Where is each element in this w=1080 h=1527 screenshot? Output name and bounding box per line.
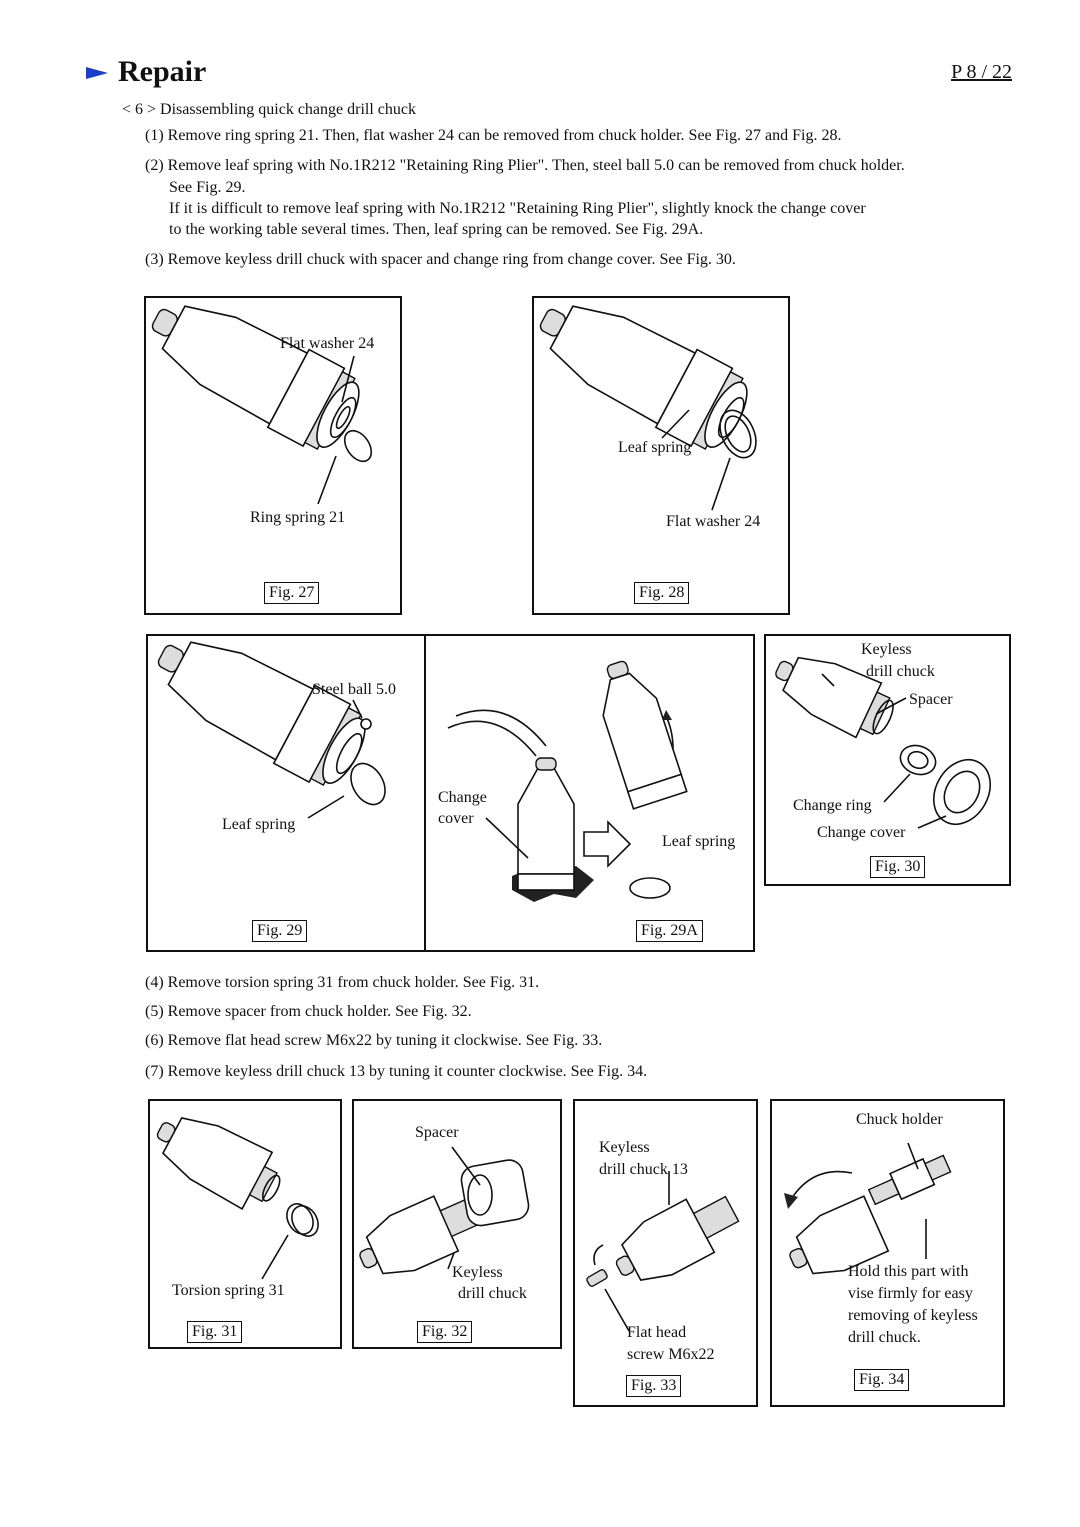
fig-label: Fig. 30 bbox=[870, 856, 926, 878]
page-number: P 8 / 22 bbox=[951, 61, 1012, 83]
note-line-1: Hold this part with bbox=[848, 1263, 969, 1280]
callout-flat-head: Flat head bbox=[627, 1324, 687, 1341]
callout-keyless: Keyless bbox=[452, 1264, 503, 1281]
figure-29-group: Steel ball 5.0 Leaf spring Fig. 29 Chang… bbox=[146, 634, 755, 952]
callout-change: Change bbox=[438, 789, 487, 806]
callout-leaf-spring: Leaf spring bbox=[662, 833, 736, 850]
step-6: (6) Remove flat head screw M6x22 by tuni… bbox=[145, 1032, 603, 1049]
header-arrow-icon bbox=[86, 67, 108, 79]
step-5: (5) Remove spacer from chuck holder. See… bbox=[145, 1003, 472, 1020]
note-line-2: vise firmly for easy bbox=[848, 1285, 973, 1302]
figure-28: Leaf spring Flat washer 24 Fig. 28 bbox=[532, 296, 790, 615]
drill-chuck-illustration bbox=[156, 1117, 319, 1280]
callout-drill-chuck-13: drill chuck 13 bbox=[599, 1161, 688, 1178]
drill-chuck-illustration bbox=[775, 656, 992, 829]
note-line-4: drill chuck. bbox=[848, 1329, 921, 1346]
drill-chuck-illustration bbox=[157, 641, 386, 819]
callout-keyless: Keyless bbox=[599, 1139, 650, 1156]
fig-label: Fig. 31 bbox=[187, 1321, 243, 1343]
knock-change-cover-illustration bbox=[447, 660, 688, 902]
fig-label: Fig. 29A bbox=[636, 920, 703, 942]
callout-change-cover: Change cover bbox=[817, 824, 906, 841]
drill-chuck-illustration bbox=[151, 305, 373, 463]
drill-chuck-illustration bbox=[539, 305, 757, 511]
step-7: (7) Remove keyless drill chuck 13 by tun… bbox=[145, 1063, 648, 1080]
step-2-note-2: to the working table several times. Then… bbox=[169, 221, 704, 238]
leader-lines bbox=[317, 355, 355, 505]
callout-ring-spring: Ring spring 21 bbox=[250, 509, 346, 526]
callout-cover: cover bbox=[438, 810, 474, 827]
fig-label: Fig. 34 bbox=[854, 1369, 910, 1391]
callout-drill-chuck: drill chuck bbox=[866, 663, 935, 680]
callout-keyless: Keyless bbox=[861, 641, 912, 658]
step-3: (3) Remove keyless drill chuck with spac… bbox=[145, 251, 736, 268]
fig-label: Fig. 33 bbox=[626, 1375, 682, 1397]
figure-34: Chuck holder Hold this part with vise fi… bbox=[770, 1099, 1005, 1407]
callout-torsion-spring: Torsion spring 31 bbox=[172, 1282, 285, 1299]
step-1: (1) Remove ring spring 21. Then, flat wa… bbox=[145, 127, 842, 144]
section-heading: < 6 > Disassembling quick change drill c… bbox=[122, 101, 416, 118]
callout-spacer: Spacer bbox=[415, 1124, 459, 1141]
callout-flat-washer: Flat washer 24 bbox=[280, 335, 375, 352]
page-title: Repair bbox=[118, 55, 207, 88]
step-4: (4) Remove torsion spring 31 from chuck … bbox=[145, 974, 540, 991]
figure-30: Keyless drill chuck Spacer Change ring C… bbox=[764, 634, 1011, 886]
callout-screw: screw M6x22 bbox=[627, 1346, 715, 1363]
divider bbox=[424, 636, 426, 952]
fig-label: Fig. 29 bbox=[252, 920, 308, 942]
callout-steel-ball: Steel ball 5.0 bbox=[312, 681, 396, 698]
step-2-ref: See Fig. 29. bbox=[169, 179, 246, 196]
callout-chuck-holder: Chuck holder bbox=[856, 1111, 943, 1128]
fig-label: Fig. 28 bbox=[634, 582, 690, 604]
figure-32: Spacer Keyless drill chuck Fig. 32 bbox=[352, 1099, 562, 1349]
callout-leaf-spring: Leaf spring bbox=[618, 439, 692, 456]
fig-label: Fig. 27 bbox=[264, 582, 320, 604]
figure-33: Keyless drill chuck 13 Flat head screw M… bbox=[573, 1099, 758, 1407]
figure-31: Torsion spring 31 Fig. 31 bbox=[148, 1099, 342, 1349]
figure-27: Flat washer 24 Ring spring 21 Fig. 27 bbox=[144, 296, 402, 615]
callout-drill-chuck: drill chuck bbox=[458, 1285, 527, 1302]
callout-change-ring: Change ring bbox=[793, 797, 872, 814]
step-2-note-1: If it is difficult to remove leaf spring… bbox=[169, 200, 866, 217]
callout-flat-washer: Flat washer 24 bbox=[666, 513, 761, 530]
note-line-3: removing of keyless bbox=[848, 1307, 978, 1324]
drill-chuck-illustration bbox=[784, 1142, 952, 1275]
callout-spacer: Spacer bbox=[909, 691, 953, 708]
drill-chuck-illustration bbox=[586, 1171, 740, 1332]
drill-chuck-illustration bbox=[359, 1146, 530, 1275]
fig-label: Fig. 32 bbox=[417, 1321, 473, 1343]
step-2: (2) Remove leaf spring with No.1R212 "Re… bbox=[145, 157, 905, 174]
callout-leaf-spring: Leaf spring bbox=[222, 816, 296, 833]
